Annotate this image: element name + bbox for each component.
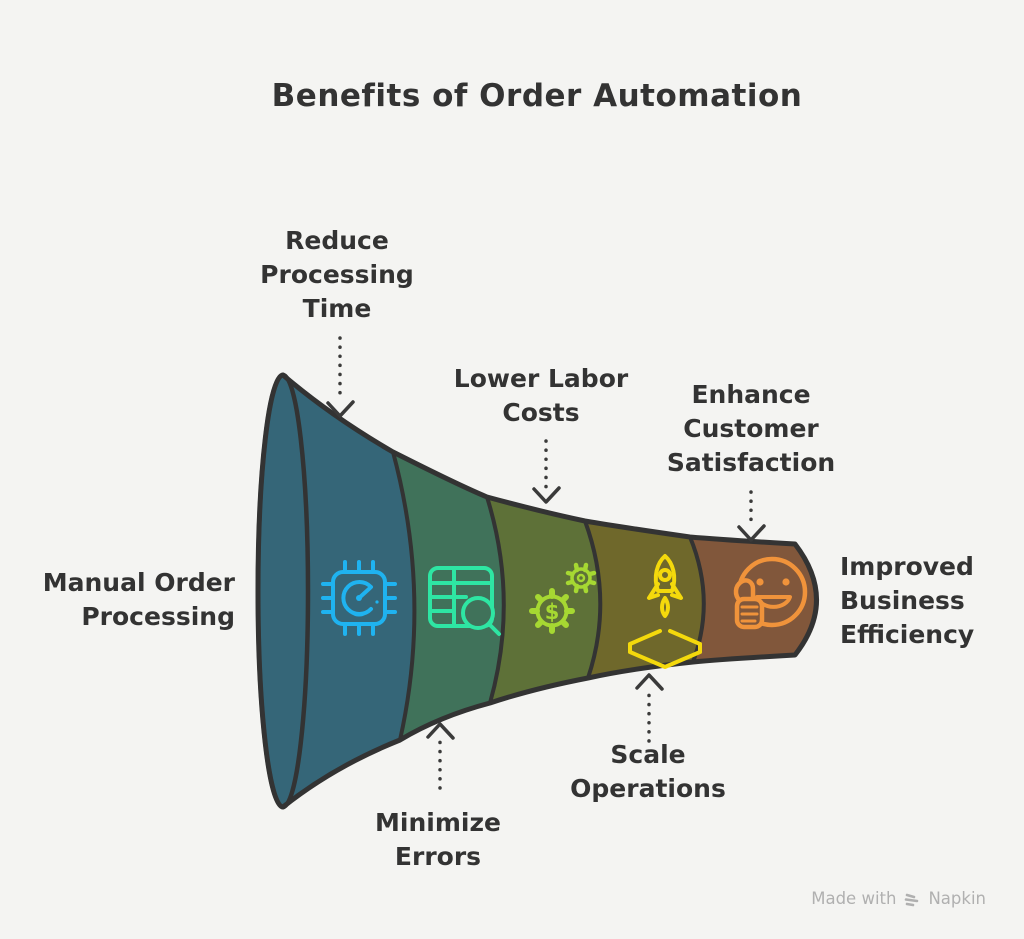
label-improved-business-efficiency: Improved Business Efficiency — [840, 552, 975, 649]
smiley-thumbs-up-icon — [733, 556, 808, 630]
arrow-lower-labor-costs — [532, 439, 561, 504]
divider-1 — [391, 451, 417, 741]
gears-dollar-icon: $ — [529, 562, 597, 634]
dollar-glyph: $ — [545, 600, 560, 624]
funnel-dividers — [391, 451, 706, 741]
label-lower-labor-costs: Lower Labor Costs — [453, 364, 629, 427]
page-title: Benefits of Order Automation — [271, 78, 803, 114]
arrow-enhance-customer-satisfaction — [737, 490, 766, 542]
funnel-outline — [255, 372, 819, 810]
label-reduce-processing-time: Reduce Processing Time — [260, 226, 414, 323]
label-enhance-customer-satisfaction: Enhance Customer Satisfaction — [666, 380, 836, 477]
table-search-icon — [428, 566, 501, 636]
arrow-scale-operations — [635, 673, 664, 743]
watermark: Made with Napkin — [811, 889, 986, 908]
label-scale-operations: Scale Operations — [570, 740, 726, 803]
arrow-minimize-errors — [426, 722, 455, 790]
divider-4 — [688, 536, 706, 663]
callout-arrows — [326, 336, 766, 790]
arrow-reduce-processing-time — [326, 336, 355, 418]
watermark-prefix: Made with — [811, 889, 897, 908]
label-manual-order-processing: Manual Order Processing — [42, 568, 235, 631]
watermark-brand: Napkin — [928, 889, 986, 908]
napkin-logo-icon — [905, 893, 919, 906]
divider-2 — [485, 496, 506, 704]
label-minimize-errors: Minimize Errors — [375, 808, 501, 871]
divider-3 — [583, 520, 603, 679]
rocket-launch-icon — [628, 554, 702, 669]
chip-gauge-icon — [321, 560, 397, 636]
